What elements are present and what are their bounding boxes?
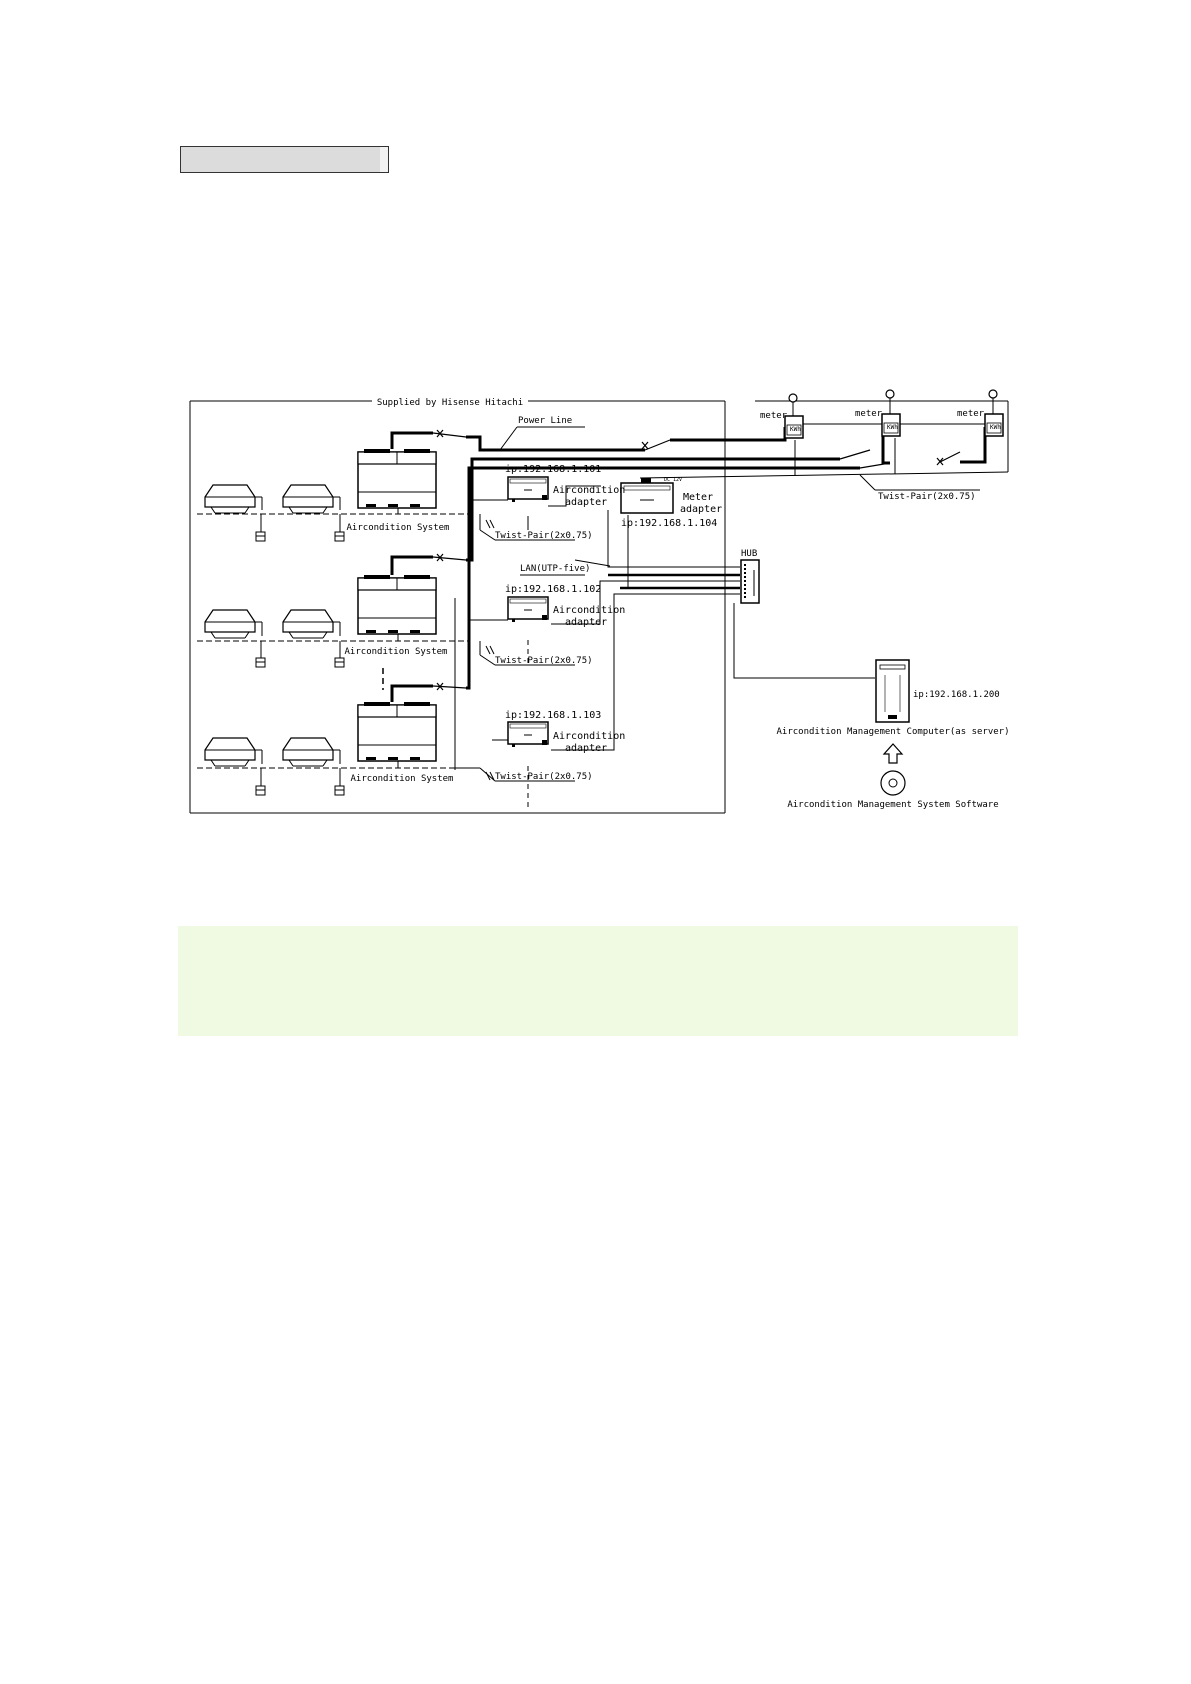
svg-text:meter: meter	[957, 409, 985, 419]
supplied-by-label: Supplied by Hisense Hitachi	[377, 398, 523, 408]
aircondition-system-label-2: Aircondition System	[345, 647, 448, 657]
ip-meter-adapter: ip:192.168.1.104	[621, 518, 717, 529]
adapter-2-label-line1: Aircondition	[553, 605, 625, 616]
row-1	[197, 484, 470, 542]
ip-adapter-1: ip:192.168.1.101	[505, 464, 601, 475]
svg-text:KWh: KWh	[887, 424, 898, 431]
computer-label: Aircondition Management Computer(as serv…	[777, 727, 1010, 737]
break-marks	[432, 429, 961, 691]
software-label: Aircondition Management System Software	[787, 800, 998, 810]
outdoor-unit-1	[357, 448, 437, 509]
server-computer	[875, 659, 910, 723]
row-3	[197, 737, 470, 796]
aircondition-adapter-1	[507, 476, 549, 503]
outdoor-unit-2	[357, 574, 437, 635]
indoor-unit	[282, 609, 334, 639]
remote-controller	[255, 531, 266, 542]
lan-cables-bold	[608, 573, 740, 590]
remote-controller	[334, 531, 345, 542]
twist-pair-label-meter: Twist-Pair(2x0.75)	[878, 492, 976, 502]
slash-marks	[485, 519, 495, 781]
adapter-3-label-line1: Aircondition	[553, 731, 625, 742]
svg-text:meter: meter	[760, 411, 788, 421]
meter-3: KWh meter	[900, 389, 1004, 437]
remote-controller	[255, 785, 266, 796]
section-heading-box	[180, 146, 389, 173]
indoor-unit	[282, 484, 334, 514]
meter-adapter	[620, 478, 674, 514]
remote-controller	[255, 657, 266, 668]
svg-text:KWh: KWh	[790, 426, 801, 433]
meter-1: KWh meter	[760, 393, 804, 439]
meter-bus	[639, 471, 1009, 479]
adapter-1-label-line2: adapter	[565, 497, 607, 508]
remote-controller	[334, 657, 345, 668]
twist-pair-label-1: Twist-Pair(2x0.75)	[495, 531, 593, 541]
software-disc-icon	[880, 770, 906, 796]
dc-label: DC 12V	[664, 477, 682, 483]
ip-server: ip:192.168.1.200	[913, 690, 1000, 700]
indoor-unit	[282, 737, 334, 767]
arrow-up-icon	[882, 743, 904, 764]
aircondition-adapter-3	[507, 721, 549, 748]
adapter-2-label-line2: adapter	[565, 617, 607, 628]
outdoor-unit-3	[357, 701, 437, 762]
adapter-3-label-line2: adapter	[565, 743, 607, 754]
hub	[740, 559, 760, 604]
meter-adapter-label-line1: Meter	[683, 492, 713, 503]
indoor-unit	[204, 484, 256, 514]
hub-label: HUB	[741, 549, 757, 559]
adapter-twist-pair-links	[454, 499, 529, 810]
aircondition-system-label-3: Aircondition System	[351, 774, 454, 784]
twist-pair-label-3: Twist-Pair(2x0.75)	[495, 772, 593, 782]
ip-adapter-3: ip:192.168.1.103	[505, 710, 601, 721]
meter-adapter-label-line2: adapter	[680, 504, 722, 515]
svg-text:KWh: KWh	[990, 424, 1001, 431]
meter-2: KWh meter	[803, 389, 901, 437]
adapter-1-label-line1: Aircondition	[553, 485, 625, 496]
row-2	[197, 609, 470, 668]
svg-text:meter: meter	[855, 409, 883, 419]
ip-adapter-2: ip:192.168.1.102	[505, 584, 601, 595]
hub-to-server	[733, 603, 875, 679]
note-box	[178, 926, 1018, 1036]
power-line-label: Power Line	[518, 416, 572, 426]
remote-controller	[334, 785, 345, 796]
indoor-unit	[204, 737, 256, 767]
lan-label: LAN(UTP-five)	[520, 564, 590, 574]
aircondition-adapter-2	[507, 596, 549, 623]
indoor-unit	[204, 609, 256, 639]
twist-pair-label-2: Twist-Pair(2x0.75)	[495, 656, 593, 666]
aircondition-system-label-1: Aircondition System	[347, 523, 450, 533]
